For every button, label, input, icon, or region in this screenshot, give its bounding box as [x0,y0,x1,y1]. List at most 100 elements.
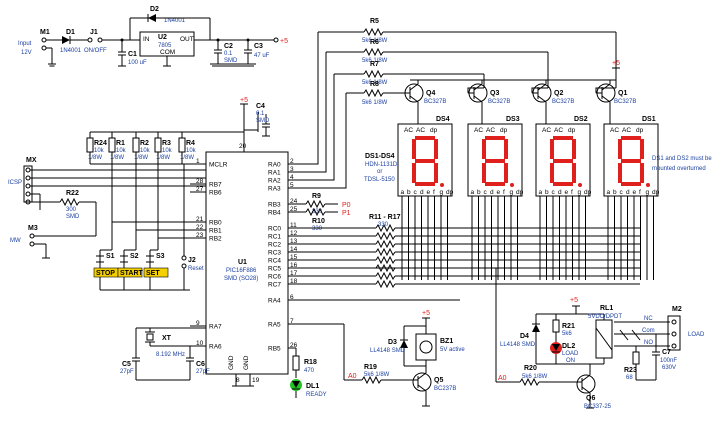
r22-package: SMD [66,214,80,220]
d1-value: 1N4001 [60,48,82,54]
display-bottom-pin: d [558,189,562,196]
q4-value: BC327B [424,99,446,105]
mcu-pin-num: 5 [290,182,294,189]
c3-label: C3 [254,43,263,50]
pullup-resistor [154,137,162,153]
button-label-box[interactable] [143,267,169,278]
c2-label: C2 [224,43,233,50]
mcu-pin-num: 25 [290,206,298,213]
display-label: DS3 [506,116,520,123]
display-bottom-pin: b [613,189,617,196]
mcu-pin-name: RB7 [209,182,222,189]
q5-value: BC237B [434,386,456,392]
d1-diode-icon [62,36,70,44]
mcu-pin-num: 16 [290,262,298,269]
u2-label: U2 [158,34,167,41]
display-top-pin: AC [404,127,413,134]
buzzer-circuit: A0 R19 5k6 1/8W Q5 BC237B +5 BZ1 5V acti… [288,310,465,407]
display-bottom-pin: e [497,189,501,196]
rl1-label: RL1 [600,305,613,312]
u2-in-pin: IN [143,36,150,43]
c2-package: SMD [224,58,238,64]
display-bottom-pin: f [433,189,435,196]
buzzer-net-label: A0 [348,373,357,380]
r20-label: R20 [524,365,537,372]
display-bottom-pin: a [607,189,611,196]
button-ref: S2 [130,253,139,260]
display-bottom-pin: d [626,189,630,196]
q1-value: BC327B [614,99,636,105]
r9-net: P0 [342,202,351,209]
mcu-body [205,151,289,375]
mcu-package: SMD (SO28) [224,276,258,282]
segment-resistors [288,223,640,289]
c3-value: 47 uF [254,53,270,59]
mcu-pin-name: RC6 [268,274,281,281]
mcu-pin-name: RB1 [209,228,222,235]
display-bottom-pin: dp [446,189,454,196]
r7-value: 5k6 1/8W [362,80,388,86]
pullup-resistor [178,137,186,153]
mcu-pin-name: RA2 [268,178,281,185]
display-bottom-pin: e [427,189,431,196]
button-label-box[interactable] [117,267,143,278]
mcu-pin-num: 26 [290,342,298,349]
display-bottom-pin: c [620,189,624,196]
mcu-pin-num: 9 [196,320,200,327]
display-segment [415,182,435,186]
mcu-pin-name: RA4 [268,298,281,305]
q1-label: Q1 [618,90,627,97]
display-segment [621,136,641,140]
j1-terminal-2 [97,37,103,43]
display-segment [550,139,554,159]
display-segment [412,163,416,183]
mcu-pin-name: MCLR [209,162,228,169]
display-bottom-pin: f [571,189,573,196]
mcu-pin-num: 12 [290,230,298,237]
r9-label: R9 [312,193,321,200]
icsp-label: ICSP [8,180,22,186]
r19-label: R19 [364,364,377,371]
buzzer-icon [415,333,437,361]
display-segment [415,159,435,163]
pullup-value: 10k [94,148,105,154]
display-bottom-pin: c [484,189,488,196]
c7-rating: 630V [662,365,676,371]
display-bottom-pin: e [565,189,569,196]
segment-resistor [375,239,396,249]
button-label: START [120,270,144,277]
mcu-pin-num: 17 [290,270,298,277]
display-bottom-pin: b [477,189,481,196]
crystal-label: XT [162,335,172,342]
d2-diode-icon [148,14,156,22]
rl1-value: 5VDC/DPDT [588,314,622,320]
r21-label: R21 [562,323,575,330]
display-segment [553,159,573,163]
mcu-pin-name: RA7 [209,324,222,331]
r5-label: R5 [370,18,379,25]
r19-value: 5k6 1/8W [364,372,390,378]
mcu-pin-num: 4 [290,174,294,181]
mcu-part: PIC16F886 [226,268,257,274]
mcu-pin-name: RA3 [268,186,281,193]
mcu-pin-name: RB3 [268,202,281,209]
m1-terminal-2 [41,45,47,51]
r18-label: R18 [304,359,317,366]
r21-value: 5k6 [562,331,572,337]
mcu-pin-num: 18 [290,278,298,285]
pullup-resistor [86,137,94,153]
mcu-pin-num: 15 [290,254,298,261]
power-supply: Input 12V M1 D1 1N4001 J1 ON/OFF C1 100 … [18,6,288,67]
pullup-resistors: R2410k1/8WR110k1/8WR210k1/8WR310k1/8WR41… [86,132,206,239]
display-segment [504,139,508,159]
mcu-pin-num: 28 [196,178,204,185]
relay-net-label: A0 [498,375,507,382]
pullup-value: 10k [140,148,151,154]
r9-value: 330 [312,209,323,215]
digit-drivers: R5 5k6 1/8W R6 5k6 1/8W R7 5k6 1/8W R8 5… [288,18,620,189]
